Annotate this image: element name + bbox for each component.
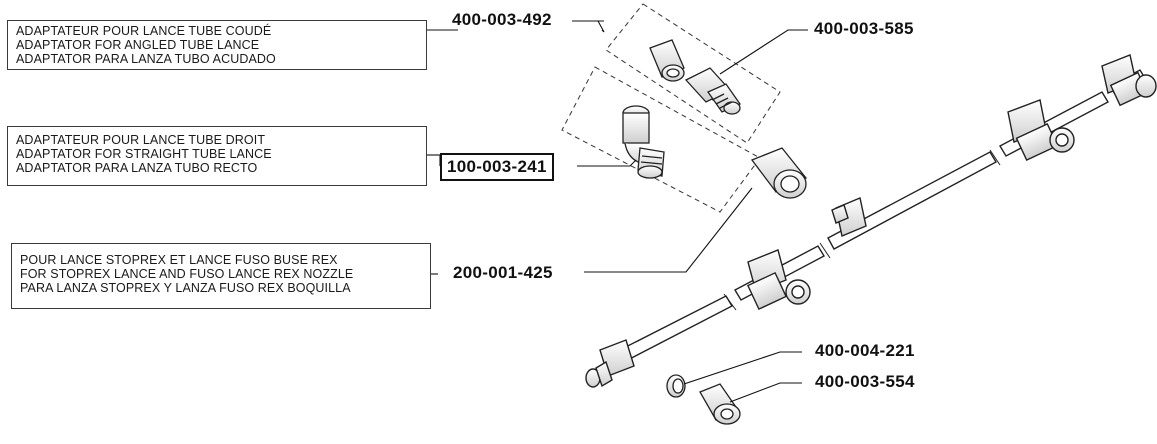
part-number-400-003-585: 400-003-585 bbox=[814, 19, 914, 38]
desc-straight-es: ADAPTATOR PARA LANZA TUBO RECTO bbox=[16, 161, 258, 175]
desc-stoprex-lance: POUR LANCE STOPREX ET LANCE FUSO BUSE RE… bbox=[11, 243, 431, 309]
part-number-400-004-221: 400-004-221 bbox=[815, 341, 915, 360]
desc-angled-fr: ADAPTATEUR POUR LANCE TUBE COUDÉ bbox=[16, 24, 272, 38]
leader-241 bbox=[577, 159, 637, 167]
desc-straight-fr: ADAPTATEUR POUR LANCE TUBE DROIT bbox=[16, 133, 266, 147]
leader-221 bbox=[683, 351, 802, 385]
desc-angled-en: ADAPTATOR FOR ANGLED TUBE LANCE bbox=[16, 38, 260, 52]
leader-425 bbox=[584, 187, 753, 273]
part-number-100-003-241: 100-003-241 bbox=[440, 153, 554, 181]
dashed-group-angled bbox=[605, 3, 781, 144]
leader-lines bbox=[426, 20, 808, 403]
part-100-003-241 bbox=[622, 105, 665, 179]
part-number-400-003-492: 400-003-492 bbox=[452, 10, 552, 29]
desc-straight-en: ADAPTATOR FOR STRAIGHT TUBE LANCE bbox=[16, 147, 272, 161]
leader-492 bbox=[572, 20, 605, 33]
tee-fitting-lower bbox=[585, 339, 635, 388]
desc-angled-tube-lance: ADAPTATEUR POUR LANCE TUBE COUDÉ ADAPTAT… bbox=[7, 20, 427, 70]
part-number-400-003-554: 400-003-554 bbox=[815, 372, 915, 391]
tee-fitting-mid1 bbox=[746, 249, 811, 311]
leader-585 bbox=[719, 29, 808, 75]
tee-fitting-upper1 bbox=[1007, 99, 1075, 161]
part-number-200-001-425: 200-001-425 bbox=[453, 263, 553, 282]
part-200-001-425 bbox=[750, 147, 808, 199]
leader-554 bbox=[729, 382, 802, 403]
desc-stoprex-fr: POUR LANCE STOPREX ET LANCE FUSO BUSE RE… bbox=[20, 253, 338, 267]
part-400-003-554 bbox=[699, 383, 741, 425]
desc-angled-es: ADAPTATOR PARA LANZA TUBO ACUDADO bbox=[16, 52, 276, 66]
desc-straight-tube-lance: ADAPTATEUR POUR LANCE TUBE DROIT ADAPTAT… bbox=[7, 126, 427, 186]
part-400-003-585 bbox=[684, 67, 741, 115]
part-400-004-221 bbox=[666, 374, 686, 398]
main-tube-assembly bbox=[585, 54, 1157, 388]
dashed-group-straight bbox=[561, 66, 761, 213]
desc-stoprex-en: FOR STOPREX LANCE AND FUSO LANCE REX NOZ… bbox=[20, 267, 354, 281]
tee-fitting-upper2 bbox=[1101, 54, 1157, 107]
tee-fitting-mid2 bbox=[831, 197, 867, 237]
desc-stoprex-es: PARA LANZA STOPREX Y LANZA FUSO REX BOQU… bbox=[20, 281, 351, 295]
part-400-003-492 bbox=[649, 39, 685, 82]
